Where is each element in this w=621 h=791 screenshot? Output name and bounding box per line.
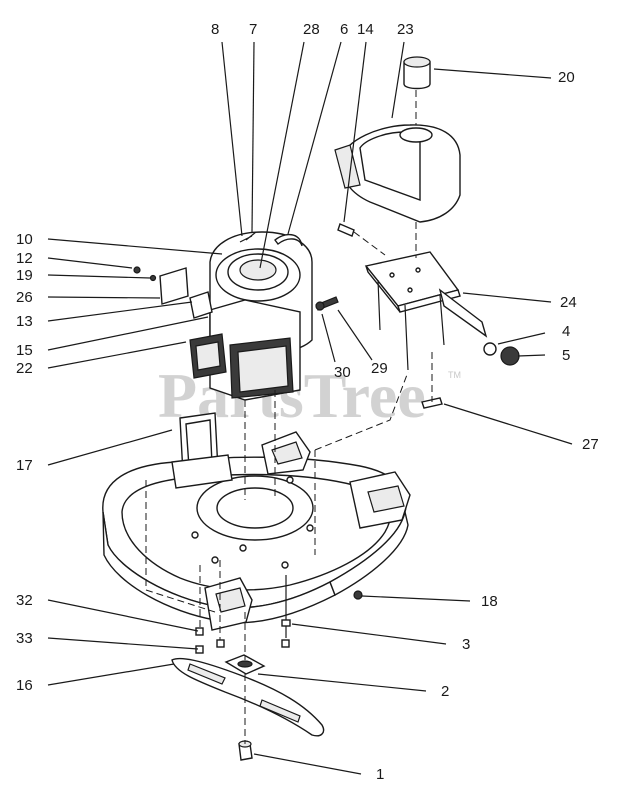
small-parts — [133, 223, 520, 654]
callout-7: 7 — [249, 21, 257, 38]
callout-19: 19 — [16, 267, 33, 284]
callout-6: 6 — [340, 21, 348, 38]
callout-23: 23 — [397, 21, 414, 38]
engine — [189, 231, 313, 401]
callout-14: 14 — [357, 21, 374, 38]
callout-16: 16 — [16, 677, 33, 694]
callout-29: 29 — [371, 360, 388, 377]
watermark-trademark: TM — [448, 370, 461, 380]
callout-1: 1 — [376, 766, 384, 783]
callout-15: 15 — [16, 342, 33, 359]
callout-22: 22 — [16, 360, 33, 377]
callout-labels: 8 7 28 6 14 23 20 10 12 19 26 13 15 22 2… — [16, 21, 599, 783]
handle-bracket — [171, 412, 233, 489]
callout-18: 18 — [481, 593, 498, 610]
callout-4: 4 — [562, 323, 570, 340]
callout-8: 8 — [211, 21, 219, 38]
control-plate — [364, 251, 488, 371]
callout-17: 17 — [16, 457, 33, 474]
callout-32: 32 — [16, 592, 33, 609]
callout-5: 5 — [562, 347, 570, 364]
callout-20: 20 — [558, 69, 575, 86]
callout-13: 13 — [16, 313, 33, 330]
callout-28: 28 — [303, 21, 320, 38]
callout-30: 30 — [334, 364, 351, 381]
assembly-lines — [145, 90, 433, 744]
fuel-tank — [334, 124, 461, 223]
callout-12: 12 — [16, 250, 33, 267]
callout-27: 27 — [582, 436, 599, 453]
blade-adapter — [224, 654, 266, 675]
callout-33: 33 — [16, 630, 33, 647]
blade-bolt — [238, 740, 253, 761]
callout-24: 24 — [560, 294, 577, 311]
callout-26: 26 — [16, 289, 33, 306]
callout-10: 10 — [16, 231, 33, 248]
mower-deck — [102, 431, 411, 631]
callout-2: 2 — [441, 683, 449, 700]
blade — [171, 657, 325, 737]
leader-lines — [47, 41, 573, 775]
fuel-cap — [403, 56, 431, 90]
callout-3: 3 — [462, 636, 470, 653]
